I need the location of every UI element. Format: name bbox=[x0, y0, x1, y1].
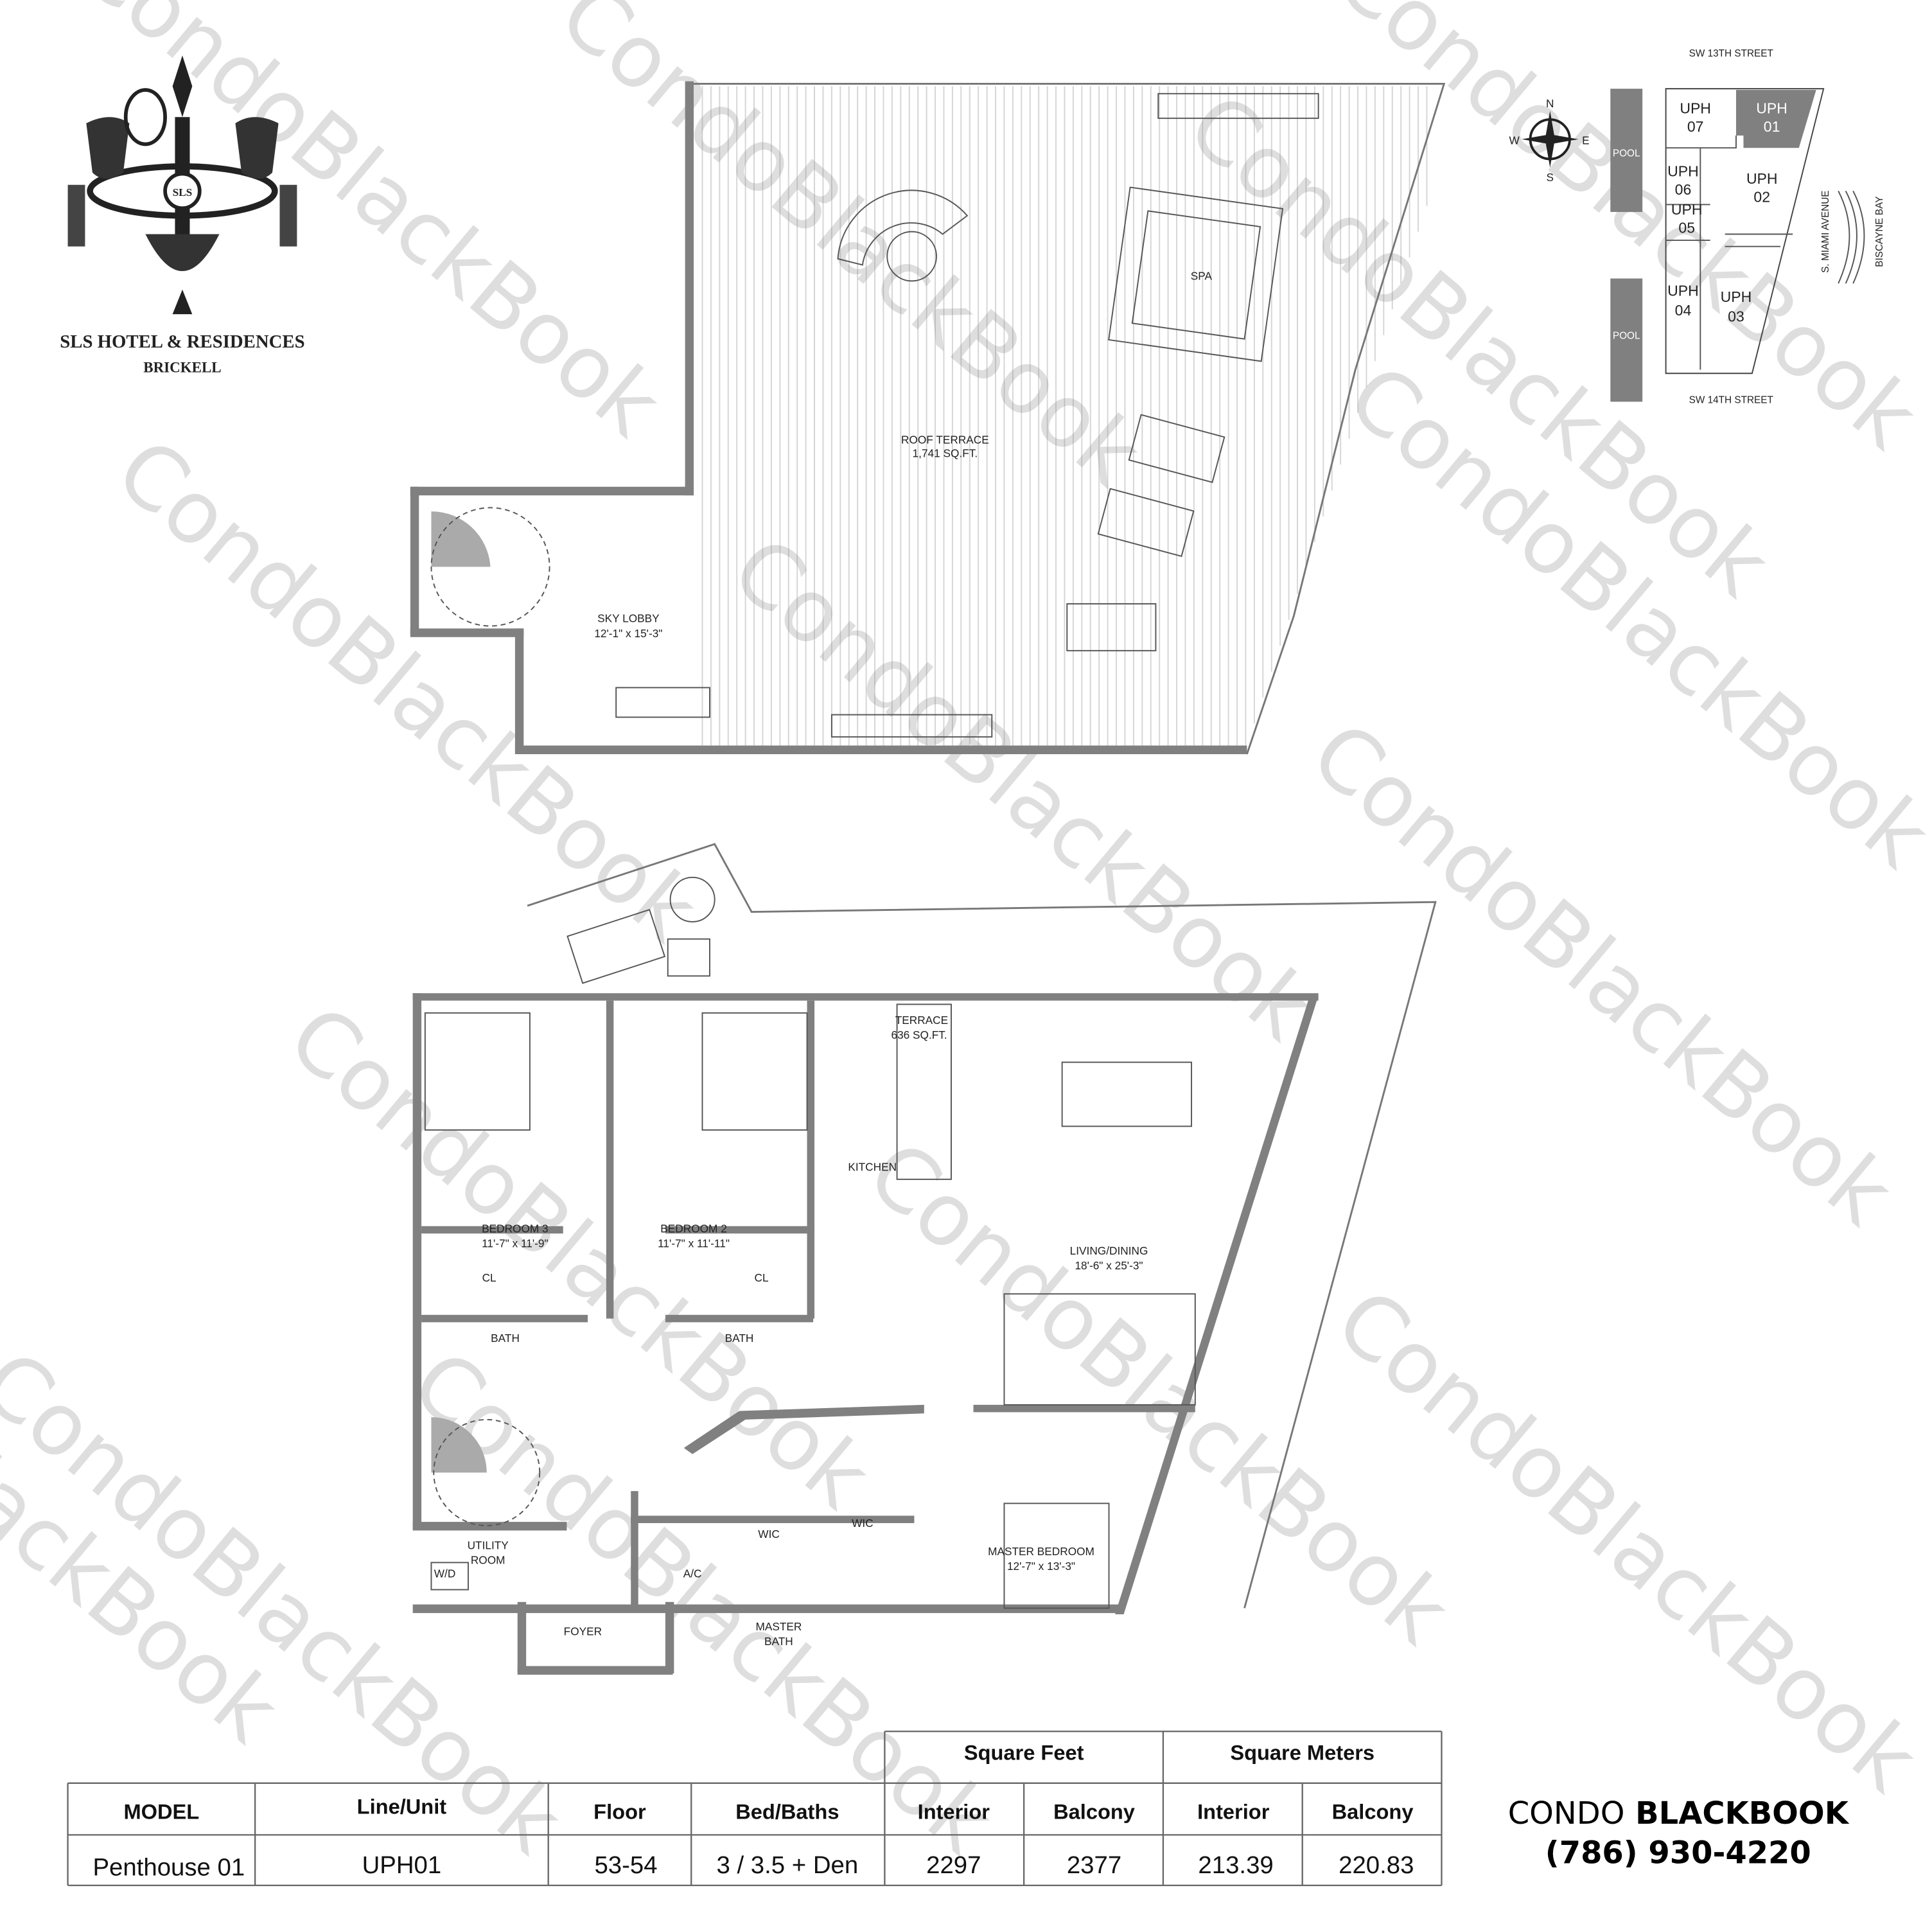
unit-uph02-num: 02 bbox=[1753, 189, 1770, 206]
kitchen-label: KITCHEN bbox=[848, 1160, 897, 1173]
sky-lobby-label: SKY LOBBY bbox=[597, 612, 660, 625]
south-street: SW 14TH STREET bbox=[1689, 394, 1774, 405]
brand-name: CONDO BLACKBOOK bbox=[1508, 1795, 1850, 1831]
unit-uph06: UPH bbox=[1667, 163, 1699, 179]
header-line-unit: Line/Unit bbox=[357, 1795, 447, 1819]
header-sqft-balcony: Balcony bbox=[1053, 1799, 1135, 1823]
roof-terrace-area: 1,741 SQ.FT. bbox=[913, 447, 978, 460]
header-floor: Floor bbox=[593, 1799, 646, 1823]
brand-phone: (786) 930-4220 bbox=[1545, 1835, 1811, 1871]
unit-uph04: UPH bbox=[1667, 282, 1699, 299]
cell-model: Penthouse 01 bbox=[92, 1854, 245, 1882]
bedroom2-dims: 11'-7" x 11'-11" bbox=[658, 1237, 730, 1249]
watermark: CondoBlackBook bbox=[98, 419, 717, 961]
spa-label: SPA bbox=[1191, 269, 1213, 282]
compass-w: W bbox=[1509, 134, 1520, 146]
pool-label: POOL bbox=[1613, 148, 1640, 159]
ac-label: A/C bbox=[683, 1567, 702, 1580]
cell-sqm-balcony: 220.83 bbox=[1339, 1851, 1414, 1879]
header-sqft-interior: Interior bbox=[918, 1799, 990, 1823]
unit-uph04-num: 04 bbox=[1675, 302, 1692, 319]
unit-uph01: UPH bbox=[1756, 100, 1787, 116]
master-bath-label: MASTER bbox=[755, 1620, 802, 1633]
cell-sqft-balcony: 2377 bbox=[1067, 1851, 1121, 1879]
cell-bed-baths: 3 / 3.5 + Den bbox=[716, 1851, 858, 1879]
cell-sqm-interior: 213.39 bbox=[1198, 1851, 1273, 1879]
closet-label: CL bbox=[755, 1271, 769, 1284]
bedroom3-dims: 11'-7" x 11'-9" bbox=[482, 1237, 549, 1249]
cell-line-unit: UPH01 bbox=[362, 1851, 442, 1879]
compass-n: N bbox=[1546, 97, 1554, 110]
unit-uph06-num: 06 bbox=[1675, 181, 1692, 198]
wic-label: WIC bbox=[758, 1528, 780, 1540]
wic-label: WIC bbox=[852, 1517, 874, 1530]
compass-s: S bbox=[1547, 171, 1554, 184]
compass-icon: N S E W bbox=[1509, 97, 1590, 184]
closet-label: CL bbox=[482, 1271, 496, 1284]
watermark: CondoBlackBook bbox=[714, 518, 1333, 1060]
cell-sqft-interior: 2297 bbox=[926, 1851, 981, 1879]
selected-unit-highlight bbox=[1735, 90, 1816, 148]
master-bedroom-label: MASTER BEDROOM bbox=[988, 1545, 1094, 1558]
pool-label: POOL bbox=[1613, 331, 1640, 342]
header-model: MODEL bbox=[123, 1799, 199, 1823]
unit-uph03: UPH bbox=[1721, 288, 1752, 305]
key-plan: SW 13TH STREET SW 14TH STREET N S E W PO… bbox=[1509, 48, 1886, 405]
bedroom2-label: BEDROOM 2 bbox=[660, 1222, 727, 1235]
living-dining-dims: 18'-6" x 25'-3" bbox=[1075, 1259, 1143, 1272]
sls-logo: SLS bbox=[67, 55, 297, 315]
roof-plan: ROOF TERRACE 1,741 SQ.FT. SKY LOBBY 12'-… bbox=[410, 81, 1446, 755]
bay-label: BISCAYNE BAY bbox=[1874, 197, 1885, 267]
avenue-label: S. MIAMI AVENUE bbox=[1820, 190, 1831, 272]
north-street: SW 13TH STREET bbox=[1689, 48, 1774, 59]
deck-boards bbox=[701, 86, 1428, 746]
master-bath-label-2: BATH bbox=[764, 1635, 793, 1648]
logo-subtitle: BRICKELL bbox=[143, 358, 221, 375]
unit-uph07-num: 07 bbox=[1687, 118, 1704, 135]
logo-monogram: SLS bbox=[173, 186, 193, 198]
unit-uph05: UPH bbox=[1671, 201, 1703, 218]
unit-info-table: Square Feet Square Meters MODEL Line/Uni… bbox=[67, 1731, 1443, 1887]
bath-label: BATH bbox=[725, 1332, 754, 1345]
bedroom3-label: BEDROOM 3 bbox=[482, 1222, 549, 1235]
header-sqm-balcony: Balcony bbox=[1332, 1799, 1414, 1823]
sky-lobby-dims: 12'-1" x 15'-3" bbox=[594, 627, 662, 640]
unit-plan: TERRACE 636 SQ.FT. KITCHEN LIVING/DINING… bbox=[412, 843, 1437, 1675]
unit-uph07: UPH bbox=[1680, 100, 1711, 116]
unit-uph02: UPH bbox=[1746, 170, 1778, 187]
brand-name-light: CONDO bbox=[1508, 1795, 1625, 1831]
unit-uph03-num: 03 bbox=[1728, 308, 1744, 325]
terrace-area: 636 SQ.FT. bbox=[891, 1028, 947, 1041]
cell-floor: 53-54 bbox=[594, 1851, 657, 1879]
compass-e: E bbox=[1582, 134, 1590, 146]
header-sqm-interior: Interior bbox=[1197, 1799, 1270, 1823]
living-dining-label: LIVING/DINING bbox=[1070, 1244, 1148, 1257]
bath-label: BATH bbox=[491, 1332, 520, 1345]
group-header-sqm: Square Meters bbox=[1230, 1740, 1374, 1764]
utility-label-2: ROOM bbox=[471, 1553, 505, 1566]
utility-label: UTILITY bbox=[468, 1539, 509, 1551]
group-header-sqft: Square Feet bbox=[964, 1740, 1084, 1764]
unit-uph05-num: 05 bbox=[1678, 220, 1695, 236]
foyer-label: FOYER bbox=[564, 1625, 602, 1638]
logo-title: SLS HOTEL & RESIDENCES bbox=[60, 331, 304, 352]
brand-name-bold: BLACKBOOK bbox=[1635, 1795, 1850, 1831]
header-bed-baths: Bed/Baths bbox=[735, 1799, 839, 1823]
master-bedroom-dims: 12'-7" x 13'-3" bbox=[1007, 1560, 1075, 1573]
wd-label: W/D bbox=[434, 1567, 456, 1580]
unit-uph01-num: 01 bbox=[1764, 118, 1780, 135]
terrace-label: TERRACE bbox=[895, 1014, 948, 1027]
water-icon bbox=[1838, 190, 1865, 284]
roof-terrace-label: ROOF TERRACE bbox=[901, 434, 989, 446]
